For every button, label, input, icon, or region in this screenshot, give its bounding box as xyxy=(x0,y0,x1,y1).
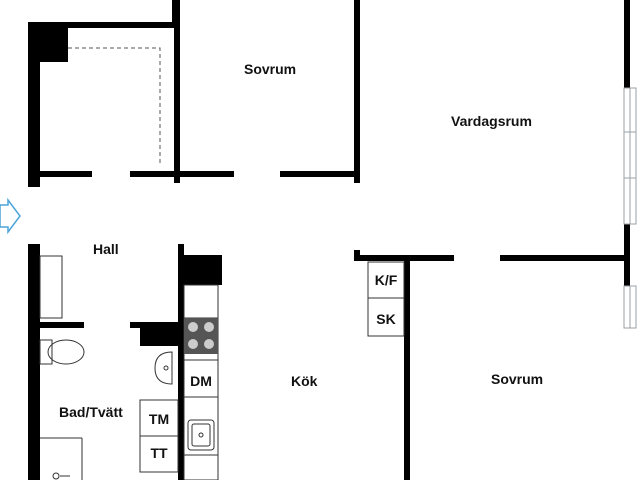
walls xyxy=(28,0,630,480)
wall-segment xyxy=(354,0,360,183)
wall-segment xyxy=(178,244,184,480)
hall-shelf xyxy=(39,255,63,319)
burner xyxy=(204,322,214,332)
counter-outline xyxy=(183,284,219,480)
appliance-label-dm: DM xyxy=(190,373,212,389)
stove-icon xyxy=(184,318,218,354)
room-label-vardagsrum: Vardagsrum xyxy=(451,113,532,129)
tt-box xyxy=(139,435,179,473)
room-label-sovrum-top: Sovrum xyxy=(244,61,297,77)
stove-body xyxy=(184,318,218,354)
room-label-sovrum-bottom: Sovrum xyxy=(491,371,544,387)
wall-segment xyxy=(624,0,630,88)
shower-head xyxy=(52,472,60,480)
washbasin-shape xyxy=(154,351,173,385)
appliance-label-sk: SK xyxy=(376,311,396,327)
wall-segment xyxy=(140,322,184,346)
wall-segment xyxy=(354,250,360,261)
toilet-icon xyxy=(39,339,85,365)
sink-basin xyxy=(187,419,215,451)
entrance-arrow-icon xyxy=(0,197,21,235)
wall-segment xyxy=(178,255,222,285)
burner xyxy=(188,339,198,349)
windows xyxy=(623,87,637,329)
bath-appliances xyxy=(40,399,179,480)
burner xyxy=(204,339,214,349)
washbasin-icon xyxy=(154,351,173,385)
wall-segment xyxy=(40,322,84,328)
toilet-bowl xyxy=(47,339,85,365)
closet-dash xyxy=(68,47,161,166)
wall-segment xyxy=(28,244,40,480)
appliance-label-tm: TM xyxy=(148,411,170,427)
room-label-bad-tvatt: Bad/Tvätt xyxy=(59,404,123,420)
toilet-tank xyxy=(39,339,53,365)
room-label-kok: Kök xyxy=(291,373,318,389)
closet-outline xyxy=(68,47,161,166)
burner xyxy=(188,322,198,332)
storage-boxes xyxy=(367,261,405,337)
wall-segment xyxy=(40,171,92,177)
wall-segment xyxy=(130,171,182,177)
sink-drain xyxy=(198,432,204,438)
shower-icon xyxy=(52,472,70,480)
appliance-label-kf: K/F xyxy=(374,272,398,288)
wall-segment xyxy=(174,0,180,183)
wall-segment xyxy=(28,22,40,187)
sink-icon xyxy=(187,419,215,451)
sk-box xyxy=(367,297,405,337)
wall-segment xyxy=(180,171,234,177)
wall-segment xyxy=(500,255,630,261)
wall-segment xyxy=(28,22,178,28)
wall-segment xyxy=(280,171,358,177)
wall-segment xyxy=(404,255,410,480)
sink-inner xyxy=(191,423,211,447)
washbasin-drain xyxy=(163,365,169,371)
room-label-hall: Hall xyxy=(93,241,119,257)
appliance-label-tt: TT xyxy=(150,445,168,461)
